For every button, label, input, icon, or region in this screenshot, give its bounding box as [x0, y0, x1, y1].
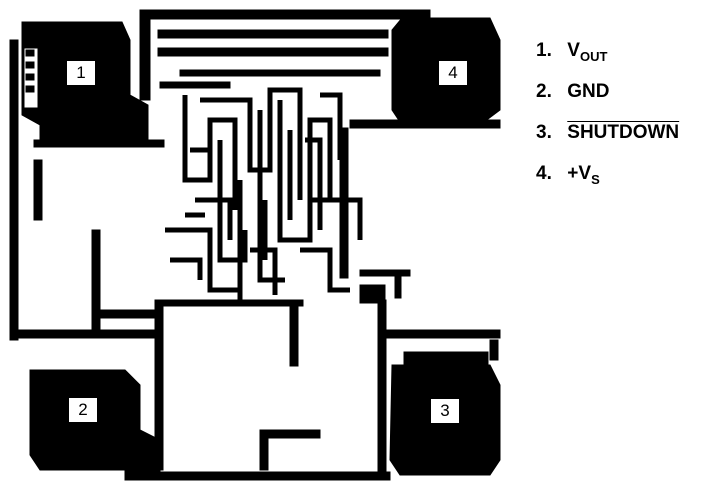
legend-item-3: 3. SHUTDOWN	[536, 122, 679, 163]
left-bus	[9, 39, 19, 341]
legend-sub: OUT	[579, 49, 608, 64]
pad-label-2: 2	[68, 397, 98, 423]
legend-main: +V	[567, 163, 592, 184]
legend-item-4: 4. +VS	[536, 163, 679, 204]
legend-num: 2.	[536, 81, 552, 102]
legend-main: V	[567, 40, 580, 61]
core-circuitry	[165, 87, 363, 300]
legend-item-2: 2. GND	[536, 81, 679, 122]
die-frame-top	[139, 9, 431, 20]
legend-main: GND	[567, 81, 610, 102]
pad-3-comb	[403, 351, 489, 367]
pad-label-3: 3	[430, 398, 460, 424]
bottom-frame	[124, 471, 391, 481]
legend-num: 3.	[536, 122, 552, 143]
pin-legend: 1. VOUT 2. GND 3. SHUTDOWN 4. +VS	[536, 40, 679, 204]
legend-item-1: 1. VOUT	[536, 40, 679, 81]
top-bar-1	[157, 29, 389, 39]
legend-main: SHUTDOWN	[567, 122, 680, 143]
legend-num: 1.	[536, 40, 552, 61]
legend-sub: S	[591, 172, 600, 187]
pad-label-4: 4	[438, 60, 468, 86]
die-frame-left	[139, 9, 151, 101]
legend-num: 4.	[536, 163, 552, 184]
pad-label-1: 1	[66, 60, 96, 86]
top-bar-2	[157, 47, 389, 57]
